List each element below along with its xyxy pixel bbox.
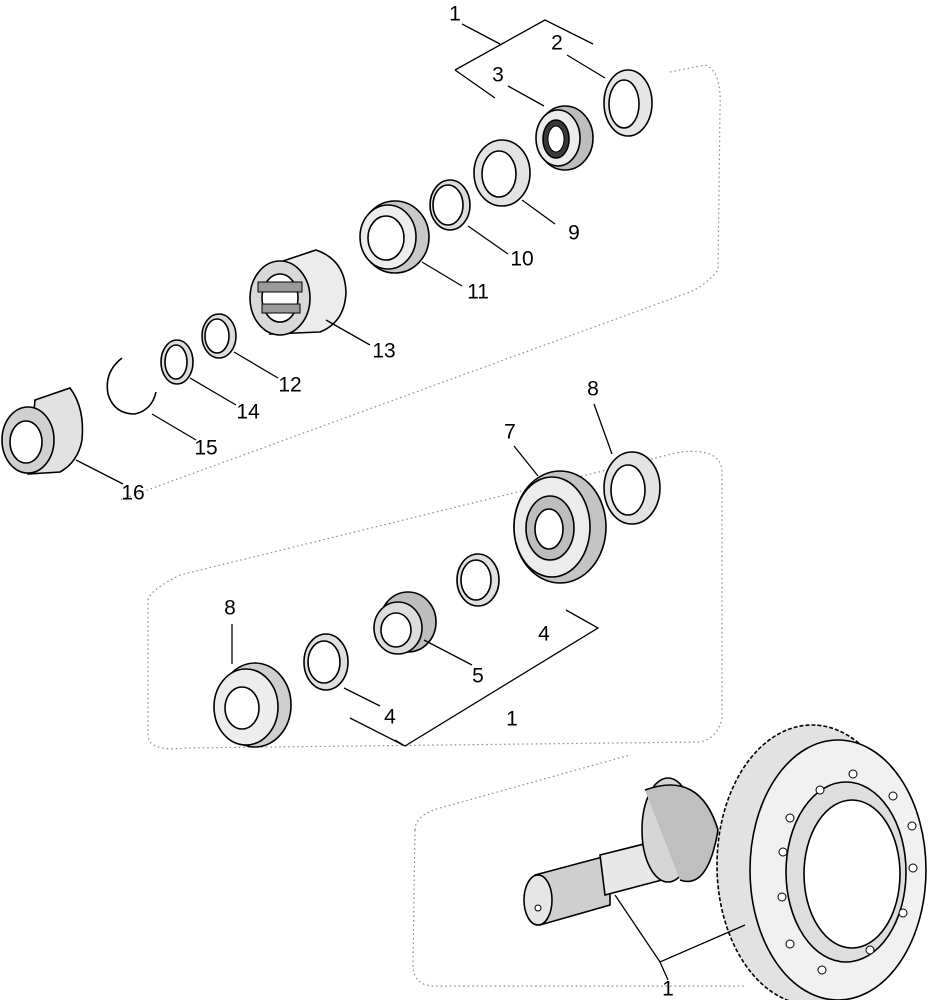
part-11-bearing [359, 200, 430, 274]
label-8-right: 8 [587, 378, 599, 401]
label-1-middle: 1 [506, 708, 518, 731]
part-2-washer [603, 69, 653, 137]
part-14-ring [160, 339, 194, 385]
part-13-coupling-sleeve [249, 249, 347, 336]
part-10-snap-ring [429, 179, 471, 231]
lower-group-outline [412, 754, 745, 987]
pinion-shaft [523, 777, 719, 927]
bracket-1-top [454, 19, 594, 99]
middle-group-outline [147, 450, 723, 750]
label-4-lower: 4 [384, 706, 396, 729]
part-4-shim-lower [303, 633, 349, 691]
label-7: 7 [504, 421, 516, 444]
label-8-left: 8 [224, 597, 236, 620]
part-7-bearing [513, 470, 607, 584]
part-15-circlip [106, 357, 157, 415]
part-12-snap-ring [201, 313, 237, 359]
part-8-washer-right [603, 451, 661, 525]
label-12: 12 [278, 374, 301, 397]
label-9: 9 [568, 222, 580, 245]
part-number-labels: 1 2 3 9 10 11 13 12 14 15 16 8 7 8 4 5 4… [121, 3, 674, 1000]
label-14: 14 [236, 401, 260, 424]
label-2: 2 [551, 32, 563, 55]
label-4-upper: 4 [538, 623, 550, 646]
label-1-top: 1 [449, 3, 461, 26]
part-16-shift-collar [1, 387, 84, 475]
label-1-bottom: 1 [662, 978, 674, 1000]
label-13: 13 [372, 340, 395, 363]
bracket-1-middle [349, 609, 600, 747]
leader-lines [75, 54, 613, 707]
label-15: 15 [194, 437, 217, 460]
label-16: 16 [121, 482, 144, 505]
bracket-1-bottom [614, 894, 746, 981]
label-3: 3 [492, 64, 504, 87]
label-10: 10 [510, 248, 533, 271]
part-8-bearing-cup-left [213, 662, 292, 748]
part-9-washer [473, 139, 531, 207]
part-3-slotted-nut [535, 105, 594, 171]
part-5-spacer [373, 591, 437, 655]
ring-gear [716, 724, 927, 1000]
label-11: 11 [467, 281, 489, 304]
label-5: 5 [472, 665, 484, 688]
part-4-shim-upper [456, 553, 500, 607]
